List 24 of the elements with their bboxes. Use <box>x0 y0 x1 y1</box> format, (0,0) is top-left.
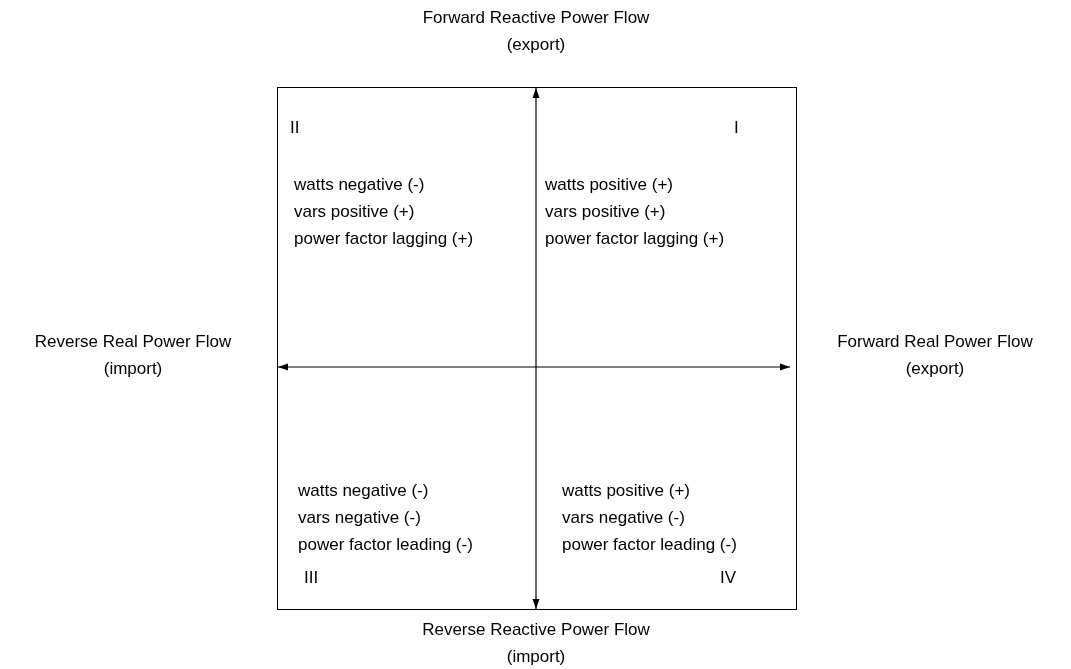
label-text: power factor leading (-) <box>298 535 473 555</box>
label-text: Forward Real Power Flow <box>837 332 1033 352</box>
label-text: vars negative (-) <box>298 508 421 528</box>
label-text: Reverse Reactive Power Flow <box>422 620 650 640</box>
label-text: watts positive (+) <box>545 175 673 195</box>
label-text: watts negative (-) <box>298 481 429 501</box>
label-text: (import) <box>506 647 566 667</box>
label-text: vars positive (+) <box>294 202 415 222</box>
label-text: power factor lagging (+) <box>545 229 725 249</box>
label-text: IV <box>720 568 737 588</box>
label-text: (export) <box>905 359 965 379</box>
label-text: Forward Reactive Power Flow <box>422 8 650 28</box>
label-text: watts negative (-) <box>294 175 425 195</box>
label-text: II <box>290 118 300 138</box>
label-text: Reverse Real Power Flow <box>34 332 232 352</box>
label-text: (export) <box>506 35 566 55</box>
label-text: power factor lagging (+) <box>294 229 474 249</box>
label-text: (import) <box>103 359 163 379</box>
label-text: watts positive (+) <box>562 481 690 501</box>
label-text: vars negative (-) <box>562 508 685 528</box>
label-text: vars positive (+) <box>545 202 666 222</box>
label-text: power factor leading (-) <box>562 535 737 555</box>
label-text: I <box>734 118 739 138</box>
label-text: III <box>304 568 319 588</box>
